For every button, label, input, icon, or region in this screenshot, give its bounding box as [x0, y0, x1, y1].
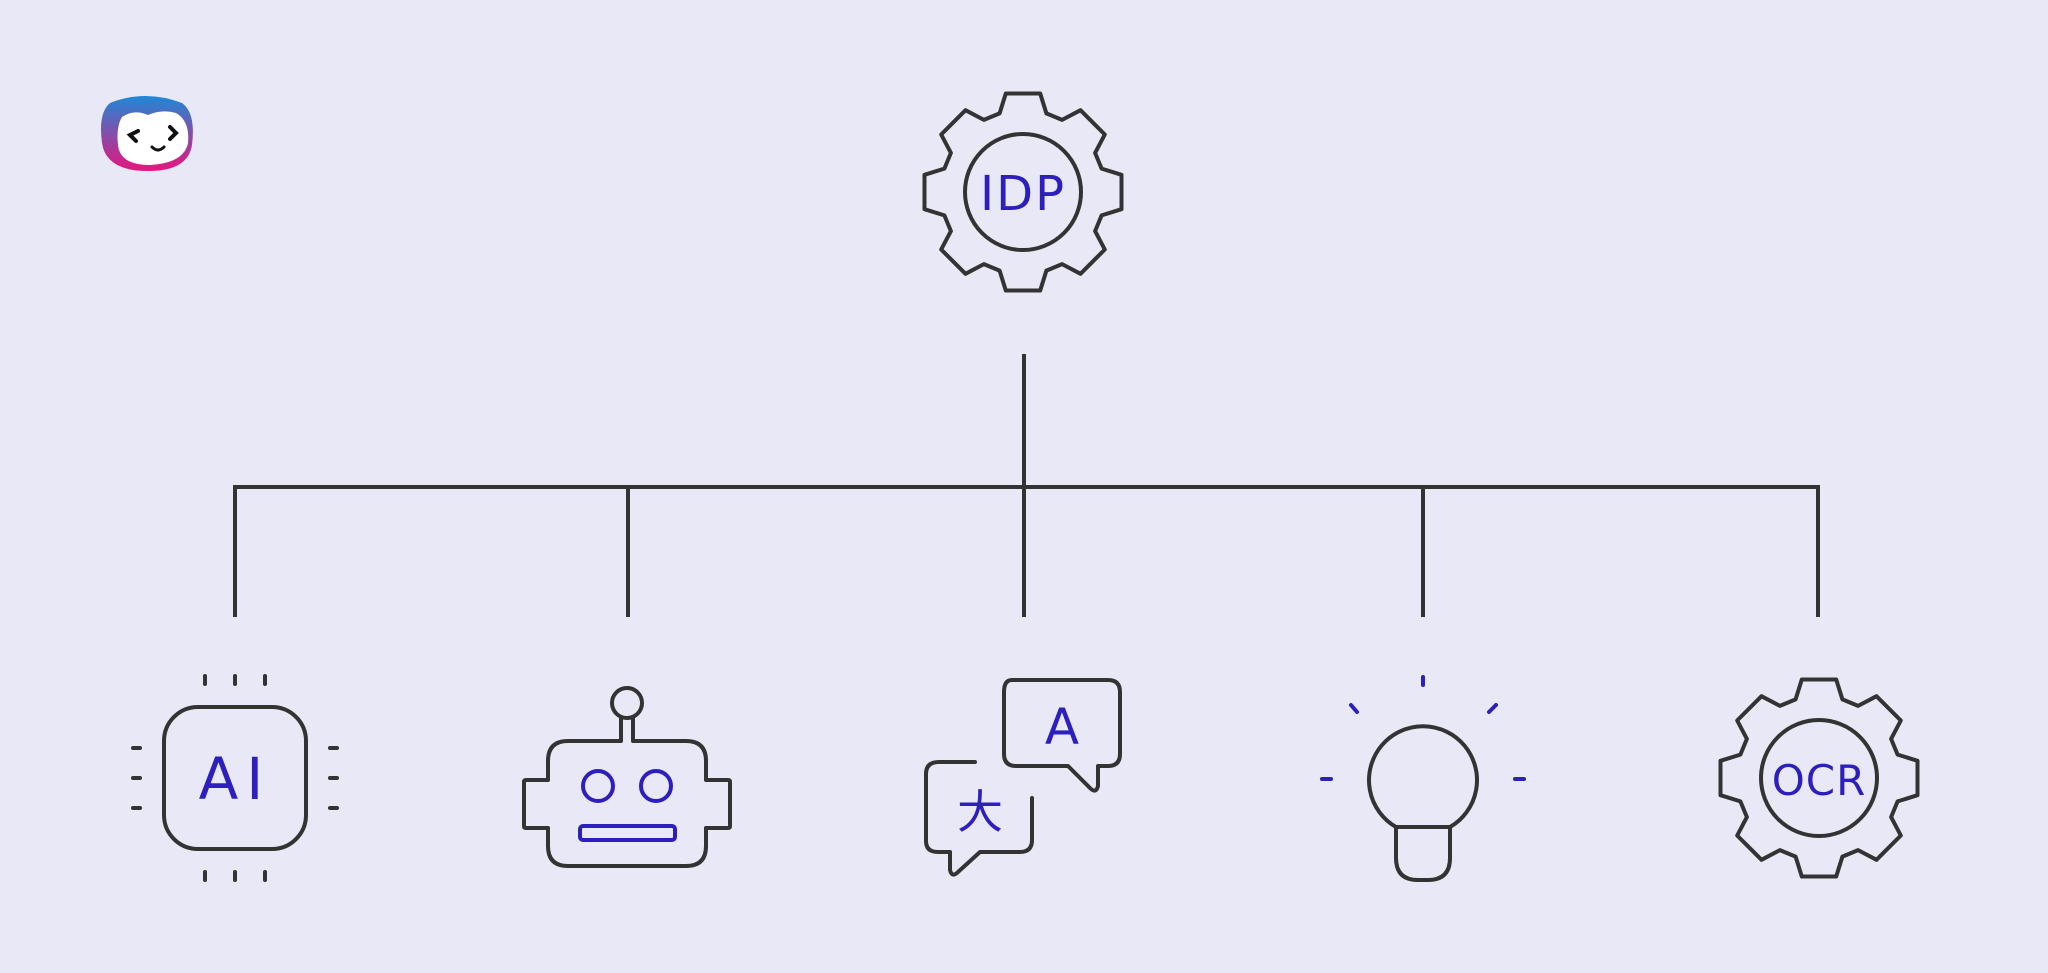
ai-chip-icon [131, 674, 339, 882]
logo-smile [150, 145, 166, 152]
child-node-translate: A 大 [924, 678, 1122, 877]
child-node-ocr: OCR [1718, 677, 1920, 879]
translate-label-cjk: 大 [957, 785, 1003, 839]
root-node-idp: IDP [922, 91, 1124, 293]
logo-face [117, 111, 189, 165]
chat-bubble-back [1002, 678, 1122, 793]
mascot-logo [101, 96, 193, 171]
gear-icon [1718, 677, 1920, 879]
ai-label: AI [199, 745, 272, 813]
robot-right-eye [639, 769, 673, 803]
gear-inner-circle [1759, 718, 1879, 838]
robot-mouth [578, 824, 677, 842]
logo-right-eye [168, 125, 179, 141]
gear-icon [922, 91, 1124, 293]
robot-antenna-ball [610, 686, 644, 720]
robot-left-eye [581, 769, 615, 803]
robot-head [522, 716, 732, 868]
gear-inner-circle [963, 132, 1083, 252]
child-node-idea [1320, 675, 1526, 882]
bulb-rays [1320, 675, 1526, 781]
ai-chip-pins [131, 674, 339, 882]
ai-chip-body [162, 705, 308, 851]
chat-bubble-front [924, 760, 1034, 877]
bulb-base [1394, 825, 1452, 882]
robot-icon [522, 686, 732, 868]
ocr-label: OCR [1772, 756, 1867, 805]
root-label: IDP [980, 166, 1066, 222]
child-node-ai: AI [131, 674, 339, 882]
translation-chat-icon [924, 678, 1122, 877]
lightbulb-icon [1367, 724, 1479, 882]
translate-label-latin: A [1045, 698, 1079, 756]
bulb-glass [1367, 724, 1479, 829]
connectors [233, 354, 1820, 617]
logo-left-eye [126, 129, 140, 143]
child-node-robot [522, 686, 732, 868]
